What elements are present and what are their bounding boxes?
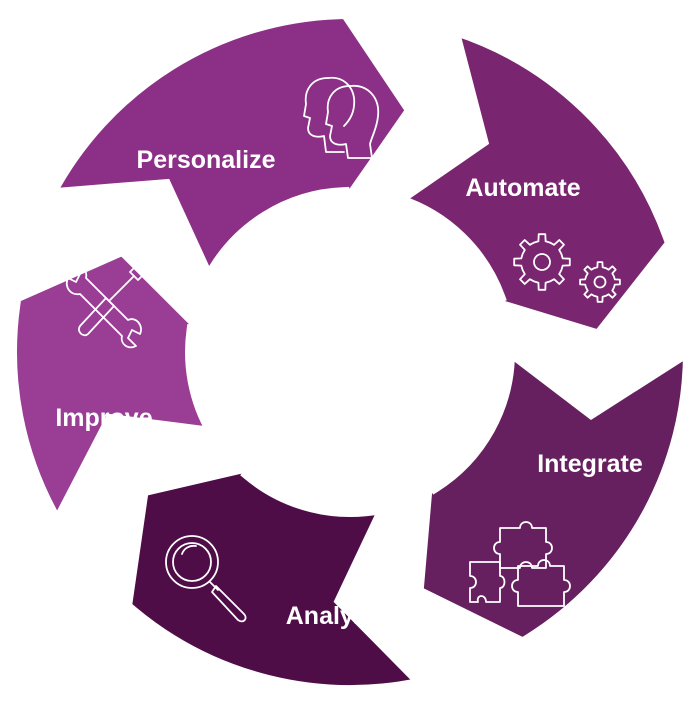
segment-arrow-automate: [388, 22, 694, 341]
segment-label-improve: Improve: [55, 404, 152, 432]
segment-arrow-improve: [0, 244, 221, 532]
segment-label-personalize: Personalize: [137, 146, 276, 174]
segment-arrow-integrate: [413, 341, 694, 662]
segment-label-integrate: Integrate: [537, 450, 643, 478]
tools-icon: [65, 262, 147, 349]
segment-label-analyze: Analyze: [286, 602, 381, 630]
gears-icon: [513, 233, 621, 303]
puzzle-icon: [469, 521, 571, 607]
two-heads-icon: [303, 76, 380, 159]
magnifier-icon: [165, 535, 247, 623]
segment-arrow-analyze: [117, 457, 431, 695]
segment-arrow-personalize: [42, 0, 417, 289]
segment-label-automate: Automate: [465, 174, 580, 202]
